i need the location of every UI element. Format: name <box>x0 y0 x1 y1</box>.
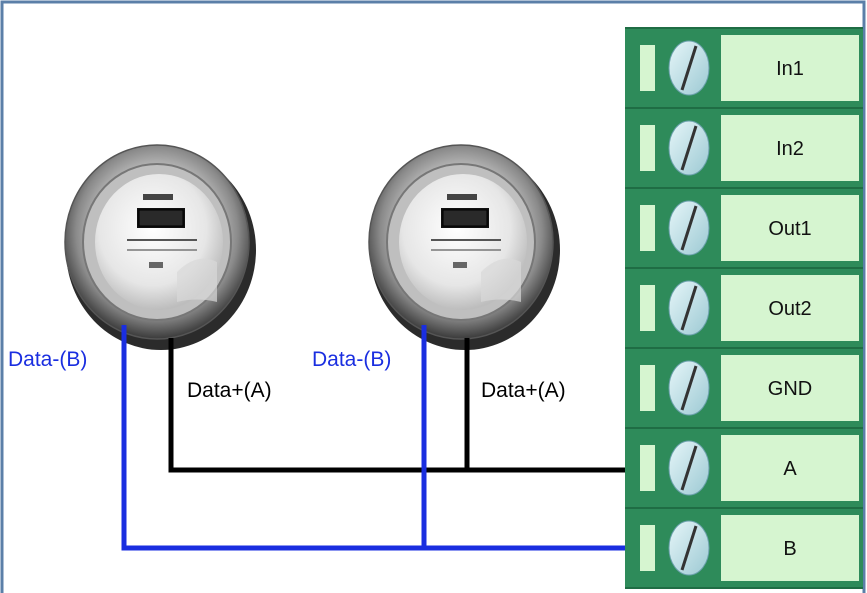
terminal-clamp-slot <box>640 125 655 171</box>
screw-slot <box>680 45 698 91</box>
terminal-row: Out1 <box>625 188 863 268</box>
terminal-clamp-slot <box>640 285 655 331</box>
terminal-label: In1 <box>776 58 804 80</box>
meter2-data-minus-label: Data-(B) <box>312 348 391 371</box>
terminal-label: B <box>783 538 796 560</box>
terminal-label-plate <box>721 355 859 421</box>
electric-meter-icon <box>64 144 256 350</box>
meter2-data-plus-label: Data+(A) <box>481 379 566 402</box>
electric-meter-icon <box>368 144 560 350</box>
screw-slot <box>680 205 698 251</box>
terminal-clamp-slot <box>640 525 655 571</box>
screw-slot <box>680 285 698 331</box>
terminal-label: GND <box>768 378 812 400</box>
terminal-clamp-slot <box>640 205 655 251</box>
data-plus-wire <box>168 338 630 473</box>
terminal-label: A <box>783 458 797 480</box>
screw-slot <box>680 525 698 571</box>
terminal-label-plate <box>721 435 859 501</box>
meter1-data-minus-label: Data-(B) <box>8 348 87 371</box>
screw-slot <box>680 125 698 171</box>
terminal-label-plate <box>721 195 859 261</box>
terminal-label: Out1 <box>768 218 811 240</box>
terminal-label: Out2 <box>768 298 811 320</box>
data-minus-wire <box>121 325 630 551</box>
terminal-row: In1 <box>625 28 863 108</box>
terminal-clamp-slot <box>640 445 655 491</box>
terminal-row: B <box>625 508 863 588</box>
terminal-label: In2 <box>776 138 804 160</box>
terminal-label-plate <box>721 35 859 101</box>
terminal-row: A <box>625 428 863 508</box>
screw-slot <box>680 445 698 491</box>
terminal-clamp-slot <box>640 45 655 91</box>
terminal-label-plate <box>721 515 859 581</box>
meter1-data-plus-label: Data+(A) <box>187 379 272 402</box>
terminal-row: GND <box>625 348 863 428</box>
screw-slot <box>680 365 698 411</box>
terminal-row: Out2 <box>625 268 863 348</box>
terminal-clamp-slot <box>640 365 655 411</box>
terminal-row: In2 <box>625 108 863 188</box>
terminal-label-plate <box>721 115 859 181</box>
terminal-label-plate <box>721 275 859 341</box>
